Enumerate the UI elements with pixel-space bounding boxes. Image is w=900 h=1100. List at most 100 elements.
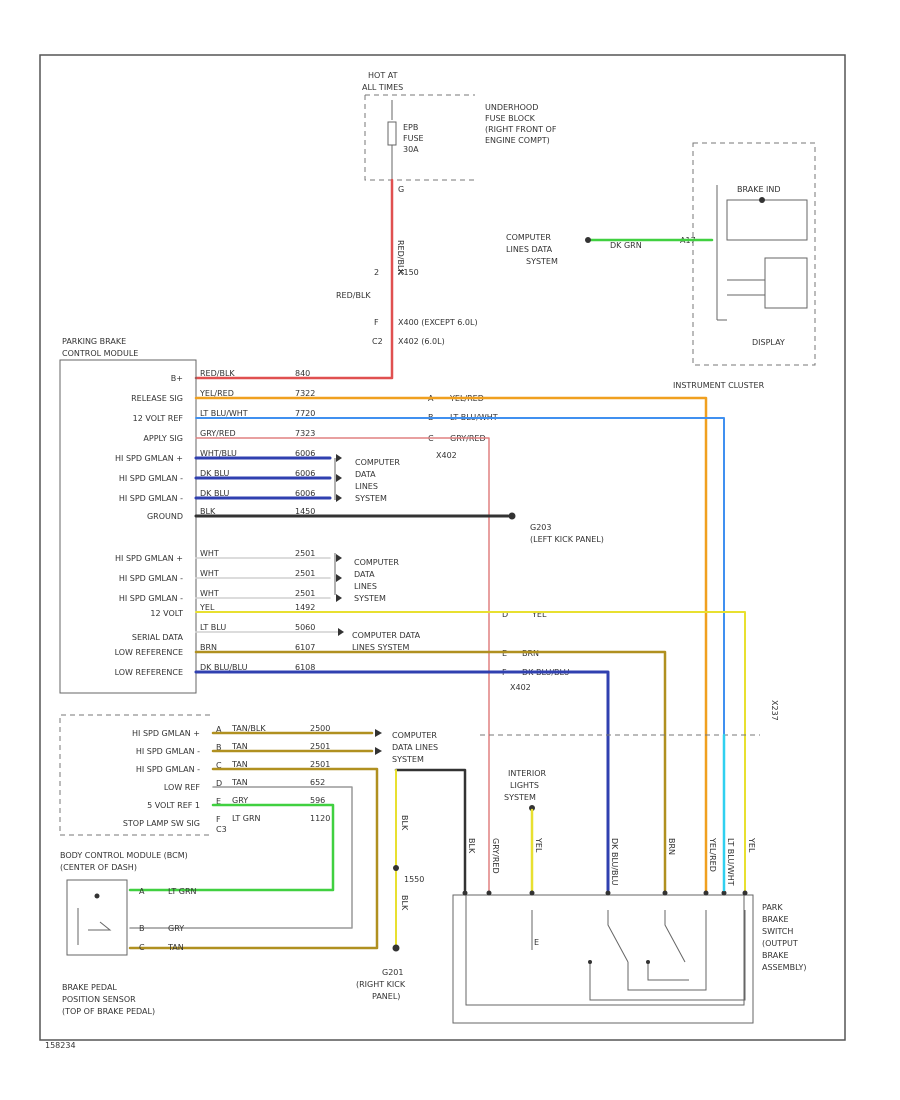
- arrow-bcm-gmlan-lo: [375, 747, 382, 755]
- pbcm-data-label-2c: LINES: [354, 582, 377, 591]
- arrow-gmlan2-lo-2: [336, 594, 342, 602]
- bcm-wire-circuit: 2501: [310, 760, 330, 769]
- pbcm-wire-color: LT BLU: [200, 623, 226, 632]
- bcm-pin-letter: E: [216, 797, 221, 806]
- bcm-wire-stop-lamp: [128, 803, 335, 892]
- sensor-node: [94, 893, 100, 899]
- pbcm-low-pin-e: E: [502, 649, 507, 658]
- pbcm-pin-label: 12 VOLT REF: [133, 414, 184, 423]
- g203-ground-node: [508, 512, 516, 520]
- pbcm-low-connector: X402: [510, 683, 531, 692]
- g201-circuit: 1550: [404, 875, 424, 884]
- interior-lights-label-3: SYSTEM: [504, 793, 536, 802]
- pbcm-wire-color: DK BLU: [200, 489, 229, 498]
- g201-wire-label-a: BLK: [400, 815, 409, 831]
- fuse-block-title-4: ENGINE COMPT): [485, 136, 550, 145]
- bcm-pin-label: HI SPD GMLAN -: [136, 747, 200, 756]
- bcm-title-2: (CENTER OF DASH): [60, 863, 137, 872]
- bcm-pin-label: LOW REF: [164, 783, 201, 792]
- feed-conn-c: X402 (6.0L): [398, 337, 445, 346]
- interior-lights-label-1: INTERIOR: [508, 769, 547, 778]
- switch-pin-node: [703, 890, 709, 896]
- arrow-gmlan2-lo-1: [336, 574, 342, 582]
- pbcm-wire-circuit: 840: [295, 369, 310, 378]
- fuse-icon: [387, 121, 397, 146]
- pbcm-pin-label: HI SPD GMLAN -: [119, 574, 183, 583]
- switch-title-3: SWITCH: [762, 927, 793, 936]
- cluster-data-label-2: LINES DATA: [506, 245, 553, 254]
- brake-indicator-node: [759, 197, 765, 203]
- feed-wire-vertical-label: RED/BLK: [396, 240, 405, 275]
- g201-ground-node: [392, 944, 400, 952]
- pbcm-pin-label: HI SPD GMLAN -: [119, 474, 183, 483]
- switch-wire-label: DK BLU/BLU: [610, 838, 619, 886]
- bcm-data-label-1: COMPUTER: [392, 731, 437, 740]
- bcm-wire-circuit: 2501: [310, 742, 330, 751]
- pbcm-wire-circuit: 2501: [295, 589, 315, 598]
- switch-title-4: (OUTPUT: [762, 939, 798, 948]
- switch-wire-label: YEL: [747, 837, 756, 853]
- bcm-title-1: BODY CONTROL MODULE (BCM): [60, 851, 188, 860]
- pbcm-wire-circuit: 1492: [295, 603, 315, 612]
- sensor-title-3: (TOP OF BRAKE PEDAL): [62, 1007, 155, 1016]
- pbcm-serial-label-2: LINES SYSTEM: [352, 643, 409, 652]
- wire-12-volt: [195, 611, 746, 891]
- interior-lights-label-2: LIGHTS: [510, 781, 539, 790]
- g201-ground: BLK BLK 1550 G201 (RIGHT KICK PANEL): [356, 768, 467, 1001]
- pbcm-pin-label: RELEASE SIG: [131, 394, 183, 403]
- switch-internal-loop-2: [627, 910, 707, 991]
- wire-release-sig: [194, 396, 708, 892]
- brake-pedal-position-sensor: A B C LT GRN GRY TAN BRAKE PEDAL POSITIO…: [62, 879, 197, 1016]
- bcm-wire-color: LT GRN: [232, 814, 261, 823]
- pbcm-pin-label: GROUND: [147, 512, 183, 521]
- x237-label: X237: [770, 700, 779, 721]
- switch-internal-loop-3: [647, 962, 689, 981]
- bcm-pin-label: 5 VOLT REF 1: [147, 801, 200, 810]
- sensor-pin-b: B: [139, 924, 145, 933]
- pbcm-wire-circuit: 7323: [295, 429, 315, 438]
- arrow-bcm-gmlan-hi: [375, 729, 382, 737]
- fuse-block-title-2: FUSE BLOCK: [485, 114, 536, 123]
- bcm-connector: C3: [216, 825, 227, 834]
- pbcm-wire-color: DK BLU: [200, 469, 229, 478]
- footer-reference: 158234: [45, 1041, 76, 1050]
- pbcm-data-label-2b: DATA: [354, 570, 375, 579]
- cluster-data-node: [585, 237, 591, 243]
- bcm-pin-letter: D: [216, 779, 222, 788]
- bcm-wire-color: TAN: [231, 760, 248, 769]
- g201-name: G201: [382, 968, 403, 977]
- pbcm-pin-label: HI SPD GMLAN +: [115, 454, 183, 463]
- pbcm-low-wire-1: YEL: [531, 610, 547, 619]
- switch-pin-node: [529, 890, 535, 896]
- switch-node-1: [588, 960, 592, 964]
- pbcm-data-label-1b: DATA: [355, 470, 376, 479]
- hot-at-sub-label: ALL TIMES: [362, 83, 403, 92]
- feed-pin-b: F: [374, 318, 379, 327]
- pbcm-wire-color: YEL/RED: [199, 389, 234, 398]
- pbcm-wire-circuit: 6006: [295, 489, 315, 498]
- pbcm-title-2: CONTROL MODULE: [62, 349, 138, 358]
- bcm-wire-circuit: 2500: [310, 724, 330, 733]
- pbcm-wire-circuit: 6108: [295, 663, 315, 672]
- pbcm-low-pin-d: D: [502, 610, 508, 619]
- pbcm-wire-color: YEL: [199, 603, 215, 612]
- instrument-cluster-title: INSTRUMENT CLUSTER: [673, 381, 765, 390]
- bcm-pin-letter: F: [216, 815, 221, 824]
- pbcm-data-label-2a: COMPUTER: [354, 558, 399, 567]
- switch-pin-node: [486, 890, 492, 896]
- switch-pin-node: [605, 890, 611, 896]
- arrow-gmlan-hi-1: [336, 454, 342, 462]
- wire-low-ref-2: [194, 670, 610, 892]
- pbcm-serial-label-1: COMPUTER DATA: [352, 631, 421, 640]
- fuse-block-outline: [364, 95, 475, 181]
- display-label: DISPLAY: [752, 338, 785, 347]
- sensor-wire-b: GRY: [168, 924, 184, 933]
- pbcm-data-label-1a: COMPUTER: [355, 458, 400, 467]
- switch-wire-label: LT BLU/WHT: [726, 838, 735, 886]
- sensor-title-2: POSITION SENSOR: [62, 995, 136, 1004]
- pbcm-pin-label: HI SPD GMLAN +: [115, 554, 183, 563]
- arrow-gmlan-lo-1: [336, 474, 342, 482]
- brake-indicator-label: BRAKE IND: [737, 185, 781, 194]
- bcm-wire-circuit: 1120: [310, 814, 330, 823]
